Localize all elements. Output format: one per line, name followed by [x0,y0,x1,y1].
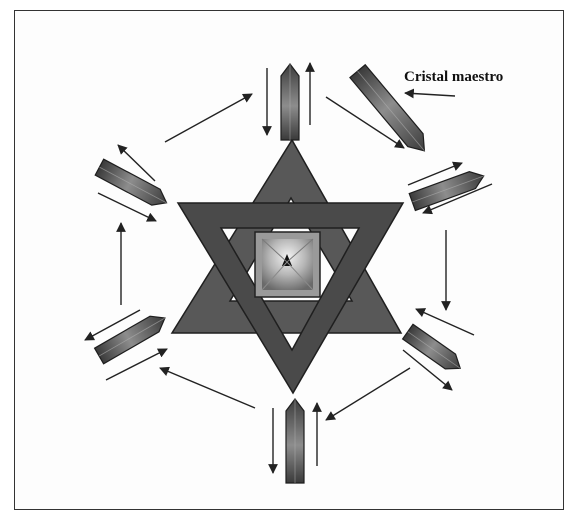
crystal-left-upper [95,159,171,211]
crystal-top [281,64,299,140]
crystal-bottom [286,399,304,483]
arrow-icon [326,368,410,420]
crystal-right-lower [403,324,466,375]
crystal-right-upper [409,168,487,211]
arrow-icon [405,93,455,96]
pyramid-icon [255,232,320,297]
arrow-icon [165,94,252,142]
master-crystal-label: Cristal maestro [404,69,503,85]
arrow-icon [160,368,255,408]
arrow-icon [416,309,474,335]
crystal-left-lower [95,310,170,364]
